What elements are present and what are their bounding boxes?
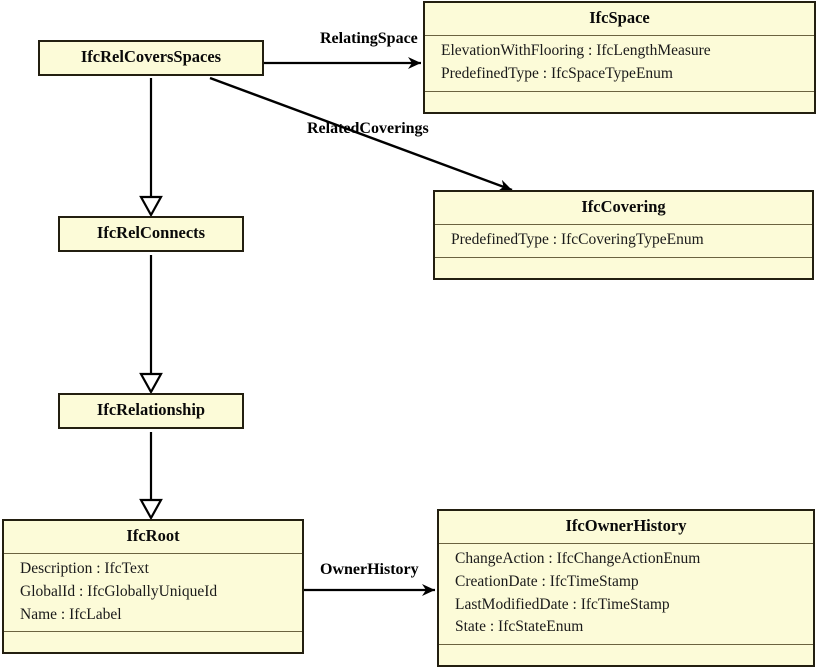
class-box-ifcrelcoversspaces[interactable]: IfcRelCoversSpaces	[38, 40, 264, 76]
class-operations-ifccovering	[435, 256, 812, 278]
edge-label-relatingspace: RelatingSpace	[320, 30, 418, 47]
class-attribute: State : IfcStateEnum	[455, 618, 584, 636]
class-box-ifcownerhistory[interactable]: IfcOwnerHistory ChangeAction : IfcChange…	[437, 509, 815, 668]
class-box-ifcrelconnects[interactable]: IfcRelConnects	[58, 216, 244, 252]
class-attribute: LastModifiedDate : IfcTimeStamp	[455, 595, 670, 613]
class-box-ifcrelationship[interactable]: IfcRelationship	[58, 393, 244, 429]
edge-generalization-relcoversspaces-relconnects	[139, 78, 163, 218]
edge-generalization-relationship-root	[139, 432, 163, 521]
edge-label-relatedcoverings: RelatedCoverings	[307, 120, 429, 137]
class-box-ifcroot[interactable]: IfcRoot Description : IfcText GlobalId :…	[2, 519, 304, 655]
class-title-ifcrelconnects: IfcRelConnects	[96, 223, 206, 242]
class-operations-ifcownerhistory	[439, 644, 813, 665]
class-attribute: PredefinedType : IfcCoveringTypeEnum	[451, 230, 704, 248]
class-title-ifcrelcoversspaces: IfcRelCoversSpaces	[80, 47, 222, 66]
class-attribute: Description : IfcText	[20, 559, 149, 577]
edge-label-ownerhistory: OwnerHistory	[320, 561, 419, 578]
class-attribute: Name : IfcLabel	[20, 605, 122, 623]
class-operations-ifcspace	[425, 90, 814, 112]
class-title-ifcspace: IfcSpace	[589, 8, 650, 27]
edge-generalization-relconnects-relationship	[139, 255, 163, 395]
class-title-ifcroot: IfcRoot	[126, 526, 180, 545]
class-attribute: PredefinedType : IfcSpaceTypeEnum	[441, 64, 673, 82]
class-title-ifcrelationship: IfcRelationship	[96, 400, 206, 419]
class-attributes-ifcroot: Description : IfcText GlobalId : IfcGlob…	[4, 552, 302, 631]
class-attributes-ifccovering: PredefinedType : IfcCoveringTypeEnum	[435, 223, 812, 257]
class-attributes-ifcspace: ElevationWithFlooring : IfcLengthMeasure…	[425, 34, 814, 91]
class-box-ifccovering[interactable]: IfcCovering PredefinedType : IfcCovering…	[433, 190, 814, 280]
class-attribute: ChangeAction : IfcChangeActionEnum	[455, 549, 701, 567]
class-operations-ifcroot	[4, 631, 302, 652]
class-box-ifcspace[interactable]: IfcSpace ElevationWithFlooring : IfcLeng…	[423, 1, 816, 114]
class-attribute: CreationDate : IfcTimeStamp	[455, 572, 639, 590]
class-attributes-ifcownerhistory: ChangeAction : IfcChangeActionEnum Creat…	[439, 542, 813, 644]
class-attribute: ElevationWithFlooring : IfcLengthMeasure	[441, 41, 711, 59]
class-attribute: GlobalId : IfcGloballyUniqueId	[20, 582, 218, 600]
class-title-ifccovering: IfcCovering	[581, 197, 666, 216]
class-title-ifcownerhistory: IfcOwnerHistory	[565, 516, 687, 535]
